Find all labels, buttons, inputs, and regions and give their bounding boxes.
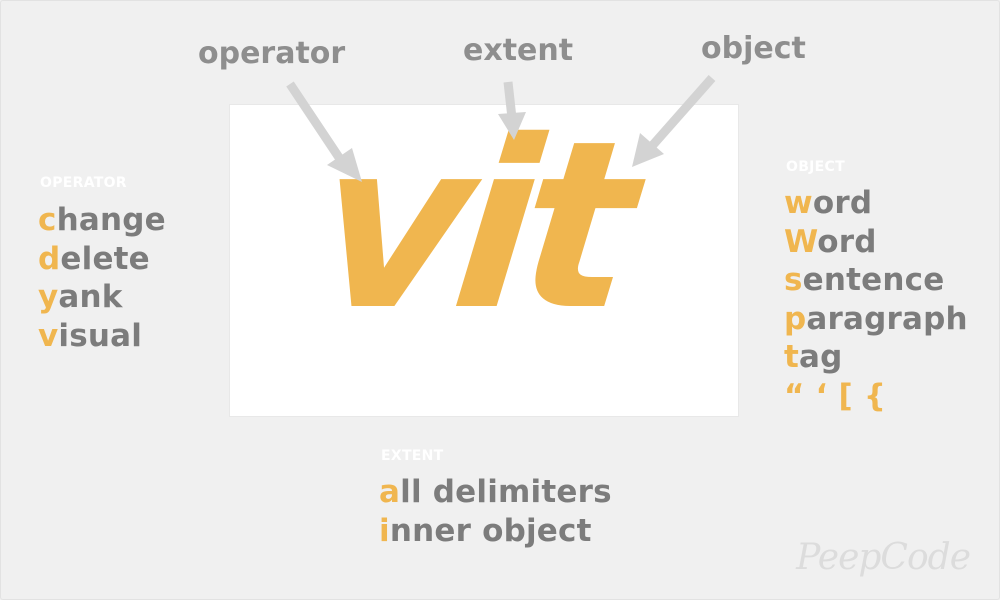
object-item-paragraph: paragraph [784, 300, 968, 337]
extent-item-all: all delimiters [379, 474, 612, 510]
operator-item-yank: yank [38, 279, 123, 315]
object-item-sentence: sentence [784, 262, 945, 298]
operator-arrow [286, 81, 362, 182]
extent-item-inner: inner object [379, 512, 592, 549]
object-item-word: word [784, 185, 873, 221]
operator-item-visual: visual [38, 317, 143, 354]
extent-arrow [498, 81, 526, 140]
object-arrow [632, 75, 716, 167]
object-label: object [701, 31, 806, 66]
operator-list: change delete yank visual [38, 201, 166, 355]
object-list: word Word sentence paragraph tag “ ‘ [ { [784, 184, 968, 415]
object-item-tag: tag [784, 339, 843, 375]
object-heading: OBJECT [786, 159, 845, 175]
operator-item-change: change [38, 202, 166, 238]
operator-label: operator [198, 36, 346, 71]
operator-item-delete: delete [38, 240, 150, 277]
extent-list: all delimiters inner object [379, 473, 612, 550]
operator-heading: OPERATOR [40, 175, 127, 191]
object-item-delimiters: “ ‘ [ { [784, 377, 887, 414]
brand-logo: PeepCode [796, 537, 971, 578]
extent-label: extent [463, 33, 574, 68]
object-item-big-word: Word [784, 223, 877, 260]
extent-heading: EXTENT [381, 448, 444, 464]
